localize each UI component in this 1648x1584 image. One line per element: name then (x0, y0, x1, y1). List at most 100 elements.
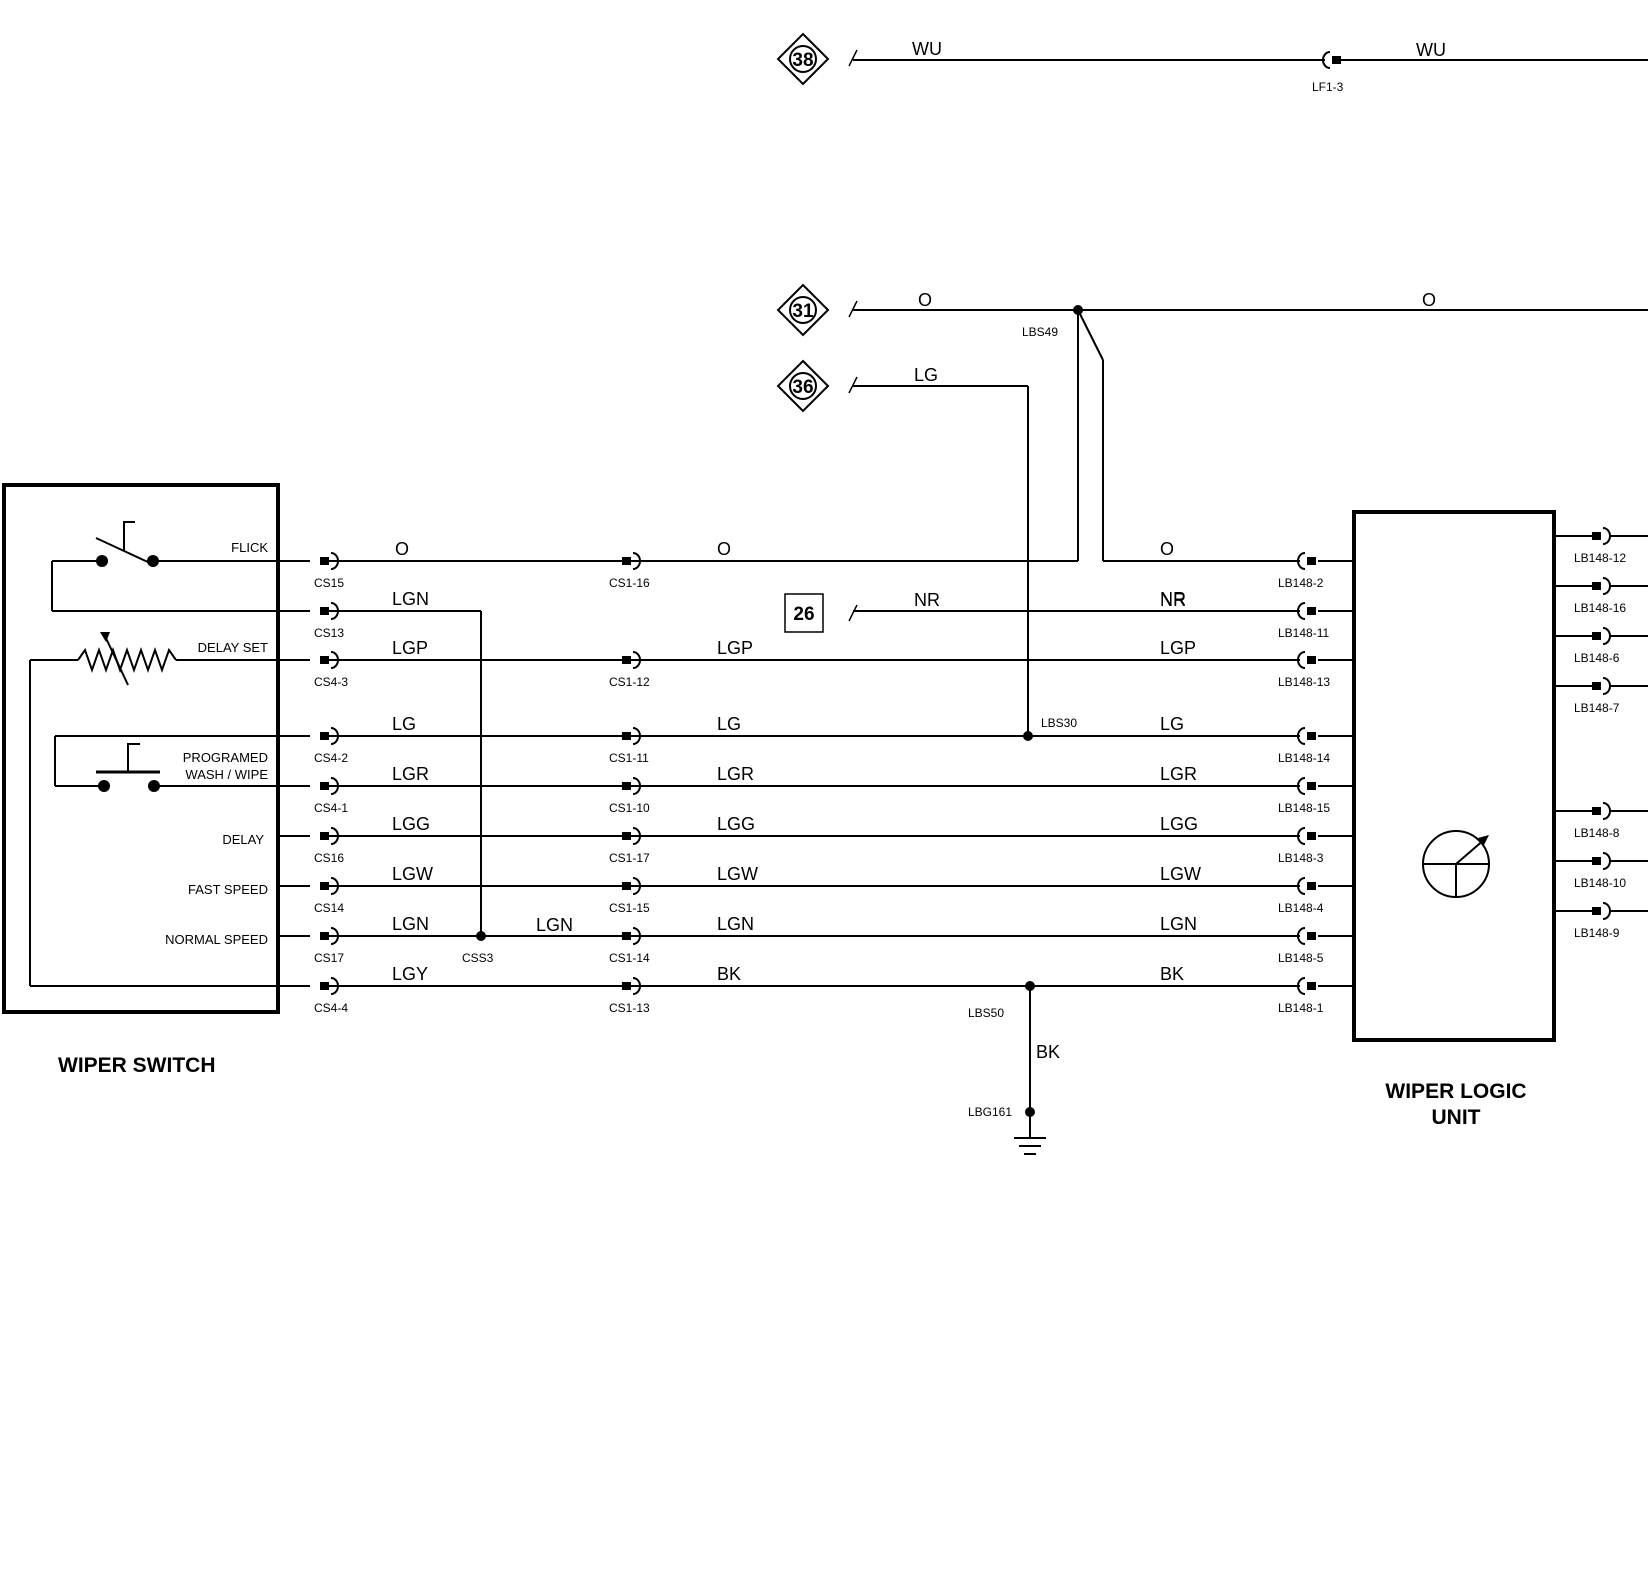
switch-connector-label: CS17 (314, 951, 344, 965)
wire-color-label: O (1160, 539, 1174, 559)
output-connector-label: LB148-16 (1574, 601, 1626, 615)
right-outputs: LB148-12LB148-16LB148-6LB148-7LB148-8LB1… (1556, 527, 1648, 940)
wire-color-label: LG (1160, 714, 1184, 734)
output-connector-label: LB148-8 (1574, 826, 1620, 840)
switch-connector (320, 602, 339, 620)
wiper-logic-unit-box (1352, 510, 1556, 1042)
lbs30-splice-dot (1023, 731, 1033, 741)
o-label-top-2: O (1422, 290, 1436, 310)
switch-connector (320, 651, 339, 669)
logic-unit-connector (1297, 827, 1316, 845)
wire-color-label: LG (392, 714, 416, 734)
nr-label-2: NR (1160, 590, 1186, 610)
svg-text:38: 38 (792, 50, 813, 71)
inline-connector-label: CS1-16 (609, 576, 650, 590)
inline-connector (622, 552, 641, 570)
wire-color-label: LGP (1160, 638, 1196, 658)
output-connector (1592, 577, 1611, 595)
logic-unit-connector-label: LB148-2 (1278, 576, 1324, 590)
output-connector (1592, 852, 1611, 870)
output-connector-label: LB148-10 (1574, 876, 1626, 890)
logic-unit-symbol (1422, 830, 1490, 898)
inline-connector (622, 651, 641, 669)
switch-connector-label: CS16 (314, 851, 344, 865)
lg-label-top: LG (914, 365, 938, 385)
switch-connector-label: CS4-3 (314, 675, 348, 689)
svg-text:31: 31 (792, 301, 814, 322)
switch-connector (320, 977, 339, 995)
switch-connector-label: CS14 (314, 901, 344, 915)
wiper-switch-title: WIPER SWITCH (58, 1054, 216, 1077)
logic-unit-connector (1297, 552, 1316, 570)
wash-wipe-pushbutton-symbol (54, 735, 310, 792)
wire-color-label: LGR (717, 764, 754, 784)
output-connector (1592, 627, 1611, 645)
wire-color-label: LGR (1160, 764, 1197, 784)
inline-connector (622, 927, 641, 945)
o-label-top-1: O (918, 290, 932, 310)
inline-connector (622, 777, 641, 795)
inline-connector (622, 827, 641, 845)
wire-color-label: LGY (392, 964, 428, 984)
wire-color-label: LGG (392, 814, 430, 834)
wire-color-label: LGW (717, 864, 758, 884)
wu-label-1: WU (912, 39, 942, 59)
logic-unit-connector-label: LB148-14 (1278, 751, 1330, 765)
delay-label: DELAY (222, 832, 264, 847)
wash-wipe-label: WASH / WIPE (185, 767, 268, 782)
wire-color-label: LGN (392, 914, 429, 934)
switch-connector-label: CS15 (314, 576, 344, 590)
wire-color-label: LGN (392, 589, 429, 609)
wire-color-label: O (717, 539, 731, 559)
logic-unit-connector-label: LB148-1 (1278, 1001, 1324, 1015)
switch-connector (320, 827, 339, 845)
delay-set-resistor-symbol (29, 632, 310, 987)
css3-splice-dot (476, 931, 486, 941)
switch-connector (320, 552, 339, 570)
inline-connector-label: CS1-17 (609, 851, 650, 865)
logic-unit-title-1: WIPER LOGIC (1385, 1080, 1526, 1103)
css3-label: CSS3 (462, 951, 494, 965)
logic-unit-connector-label: LB148-4 (1278, 901, 1324, 915)
ref-31-marker: 31 (776, 283, 830, 337)
ref-38-marker: 38 (776, 32, 830, 86)
wire-color-label: NR (1160, 589, 1186, 609)
lbs30-label: LBS30 (1041, 716, 1077, 730)
logic-unit-connector-label: LB148-11 (1278, 626, 1329, 640)
lbs49-label: LBS49 (1022, 325, 1058, 339)
wire-color-label: O (395, 539, 409, 559)
switch-connector-label: CS4-4 (314, 1001, 348, 1015)
lf1-3-label: LF1-3 (1312, 80, 1344, 94)
logic-unit-connector-label: LB148-13 (1278, 675, 1330, 689)
inline-connector-label: CS1-14 (609, 951, 650, 965)
inline-connector-label: CS1-13 (609, 1001, 650, 1015)
logic-unit-connector (1297, 602, 1316, 620)
nr-label-1: NR (914, 590, 940, 610)
inline-connector (622, 877, 641, 895)
wire-color-label: BK (717, 964, 741, 984)
output-connector (1592, 677, 1611, 695)
wire-color-label: LGG (1160, 814, 1198, 834)
svg-text:36: 36 (792, 377, 813, 398)
wire-color-label: LGP (717, 638, 753, 658)
inline-connector-label: CS1-15 (609, 901, 650, 915)
wire-color-label: BK (1160, 964, 1184, 984)
switch-connector (320, 777, 339, 795)
output-connector (1592, 527, 1611, 545)
wire-color-label: LGN (717, 914, 754, 934)
output-connector (1592, 902, 1611, 920)
inline-connector (622, 727, 641, 745)
switch-connector (320, 927, 339, 945)
lbs50-label: LBS50 (968, 1006, 1004, 1020)
switch-connector (320, 727, 339, 745)
logic-unit-connector (1297, 727, 1316, 745)
lf1-3-connector (1322, 51, 1341, 69)
ref-36-marker: 36 (776, 359, 830, 413)
logic-unit-connector (1297, 651, 1316, 669)
logic-unit-connector (1297, 977, 1316, 995)
output-connector-label: LB148-9 (1574, 926, 1620, 940)
wire-color-label: LGW (392, 864, 433, 884)
logic-unit-connector (1297, 927, 1316, 945)
svg-text:26: 26 (793, 604, 814, 625)
